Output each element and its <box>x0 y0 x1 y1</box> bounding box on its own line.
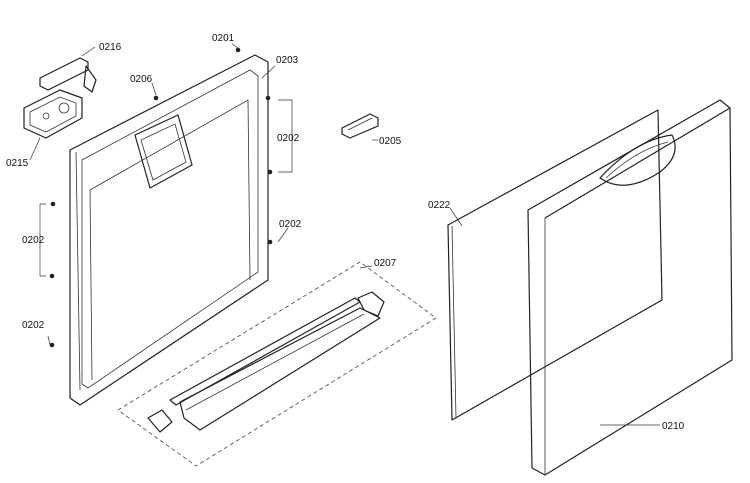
label-0210: 0210 <box>662 421 685 432</box>
label-0202-left-lower: 0202 <box>22 320 45 331</box>
hinge-bracket-0205 <box>341 113 379 139</box>
screws <box>49 47 273 348</box>
part-labels: 0201 0203 0206 0216 0215 0202 0205 0202 … <box>6 33 685 432</box>
label-0202-right-upper: 0202 <box>277 133 300 144</box>
label-0206: 0206 <box>130 74 153 85</box>
label-0203: 0203 <box>276 55 299 66</box>
inner-door-frame-0203 <box>69 54 269 406</box>
label-0216: 0216 <box>99 42 122 53</box>
label-0201: 0201 <box>212 33 235 44</box>
label-0202-right-lower: 0202 <box>279 219 302 230</box>
label-0207: 0207 <box>374 258 397 269</box>
door-panel-0222 <box>447 109 663 421</box>
label-0202-left-upper: 0202 <box>22 235 45 246</box>
kit-group-0207 <box>117 261 437 467</box>
outer-door-0210 <box>527 99 733 476</box>
dispenser-opening <box>134 114 193 189</box>
dispenser-0215 <box>23 89 83 139</box>
label-0222: 0222 <box>428 200 451 211</box>
door-latch-0216 <box>39 57 97 93</box>
label-0215: 0215 <box>6 158 29 169</box>
label-0205: 0205 <box>379 136 402 147</box>
leader-lines <box>29 43 660 426</box>
